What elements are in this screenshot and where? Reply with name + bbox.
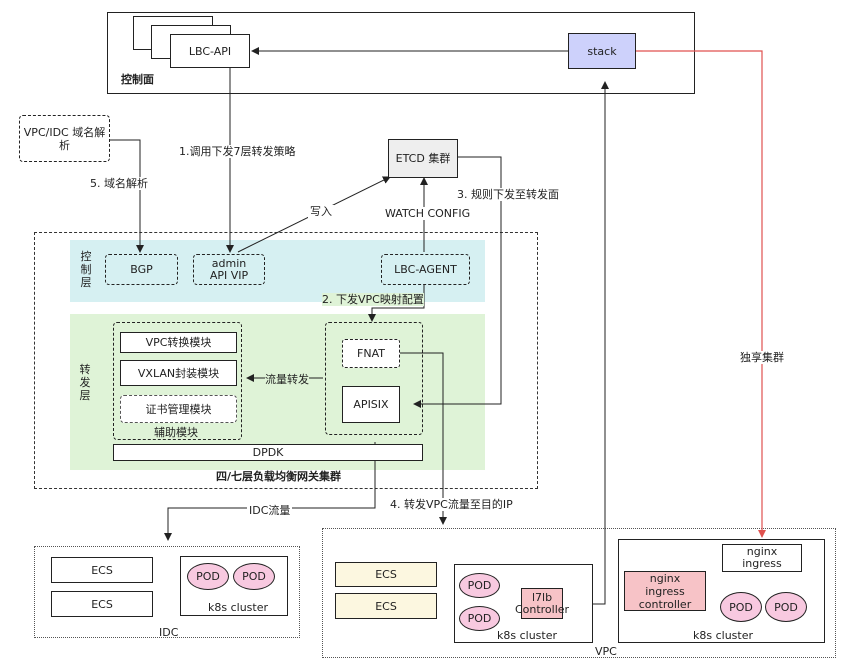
lb-engine-group [325, 322, 423, 435]
vpc-k8s1-label: k8s cluster [497, 629, 558, 642]
idc-region [34, 546, 300, 638]
vpc-conversion-module: VPC转换模块 [120, 332, 237, 353]
lbc-agent-box: LBC-AGENT [381, 254, 470, 285]
step4-label: 4. 转发VPC流量至目的IP [388, 498, 515, 511]
vpc-k8s2-label: k8s cluster [693, 629, 754, 642]
idc-label: IDC [159, 626, 179, 639]
vpc-ecs-2: ECS [335, 593, 437, 619]
idc-ecs-2: ECS [51, 591, 153, 617]
idc-k8s-cluster-label: k8s cluster [208, 601, 269, 614]
idc-traffic-label: IDC流量 [247, 504, 293, 517]
edge-etcd-to-apisix [413, 156, 502, 408]
vpc-ecs-1: ECS [335, 562, 437, 587]
idc-pod-2: POD [233, 563, 275, 590]
edge-stack-exclusive-cluster [636, 50, 766, 538]
etcd-cluster-box: ETCD 集群 [388, 139, 458, 178]
exclusive-cluster-label: 独享集群 [738, 351, 786, 364]
step3-label: 3. 规则下发至转发面 [455, 188, 561, 201]
control-plane-title: 控制面 [121, 73, 154, 86]
l7lb-controller-box: l7lb Controller [515, 588, 569, 619]
vpc-k8s1-pod-1: POD [459, 573, 500, 598]
edge-dns-to-bgp [110, 139, 144, 253]
idc-pod-1: POD [187, 563, 229, 590]
vpc-label: VPC [595, 645, 617, 658]
vxlan-encap-module: VXLAN封装模块 [120, 360, 237, 386]
vpc-idc-dns-box: VPC/IDC 域名解析 [19, 115, 110, 162]
edge-fnat-to-vpc [400, 352, 447, 525]
vpc-k8s2-pod-2: POD [765, 592, 807, 622]
nginx-ingress-controller-box: nginx ingress controller [624, 571, 706, 611]
step1-label: 1.调用下发7层转发策略 [177, 145, 298, 158]
apisix-box: APISIX [342, 386, 400, 423]
vpc-k8s2-pod-1: POD [720, 592, 762, 622]
cert-management-module: 证书管理模块 [120, 395, 237, 423]
bgp-box: BGP [105, 254, 178, 285]
lbc-api-box: LBC-API [170, 34, 250, 68]
edge-agent-to-fnat [368, 285, 425, 322]
aux-modules-title: 辅助模块 [154, 426, 198, 439]
watch-config-label: WATCH CONFIG [383, 207, 473, 220]
edge-controller-to-stack [563, 81, 609, 605]
vpc-k8s1-pod-2: POD [459, 606, 500, 631]
idc-ecs-1: ECS [51, 557, 153, 583]
forward-layer-label: 转发层 [79, 362, 91, 402]
dpdk-bar: DPDK [113, 444, 423, 461]
fnat-box: FNAT [342, 339, 400, 368]
nginx-ingress-box: nginx ingress [722, 544, 802, 572]
aux-modules-group [113, 322, 242, 440]
control-layer-label: 控制层 [80, 249, 92, 289]
gateway-cluster-title: 四/七层负载均衡网关集群 [216, 470, 342, 483]
admin-api-vip-box: admin API VIP [193, 254, 265, 285]
step2-label: 2. 下发VPC映射配置 [322, 293, 424, 306]
forward-traffic-label: 流量转发 [265, 373, 309, 386]
stack-box: stack [568, 33, 636, 69]
gateway-cluster-region [34, 232, 538, 489]
write-label: 写入 [308, 205, 334, 218]
vpc-region [322, 528, 836, 658]
step5-label: 5. 域名解析 [88, 177, 150, 190]
